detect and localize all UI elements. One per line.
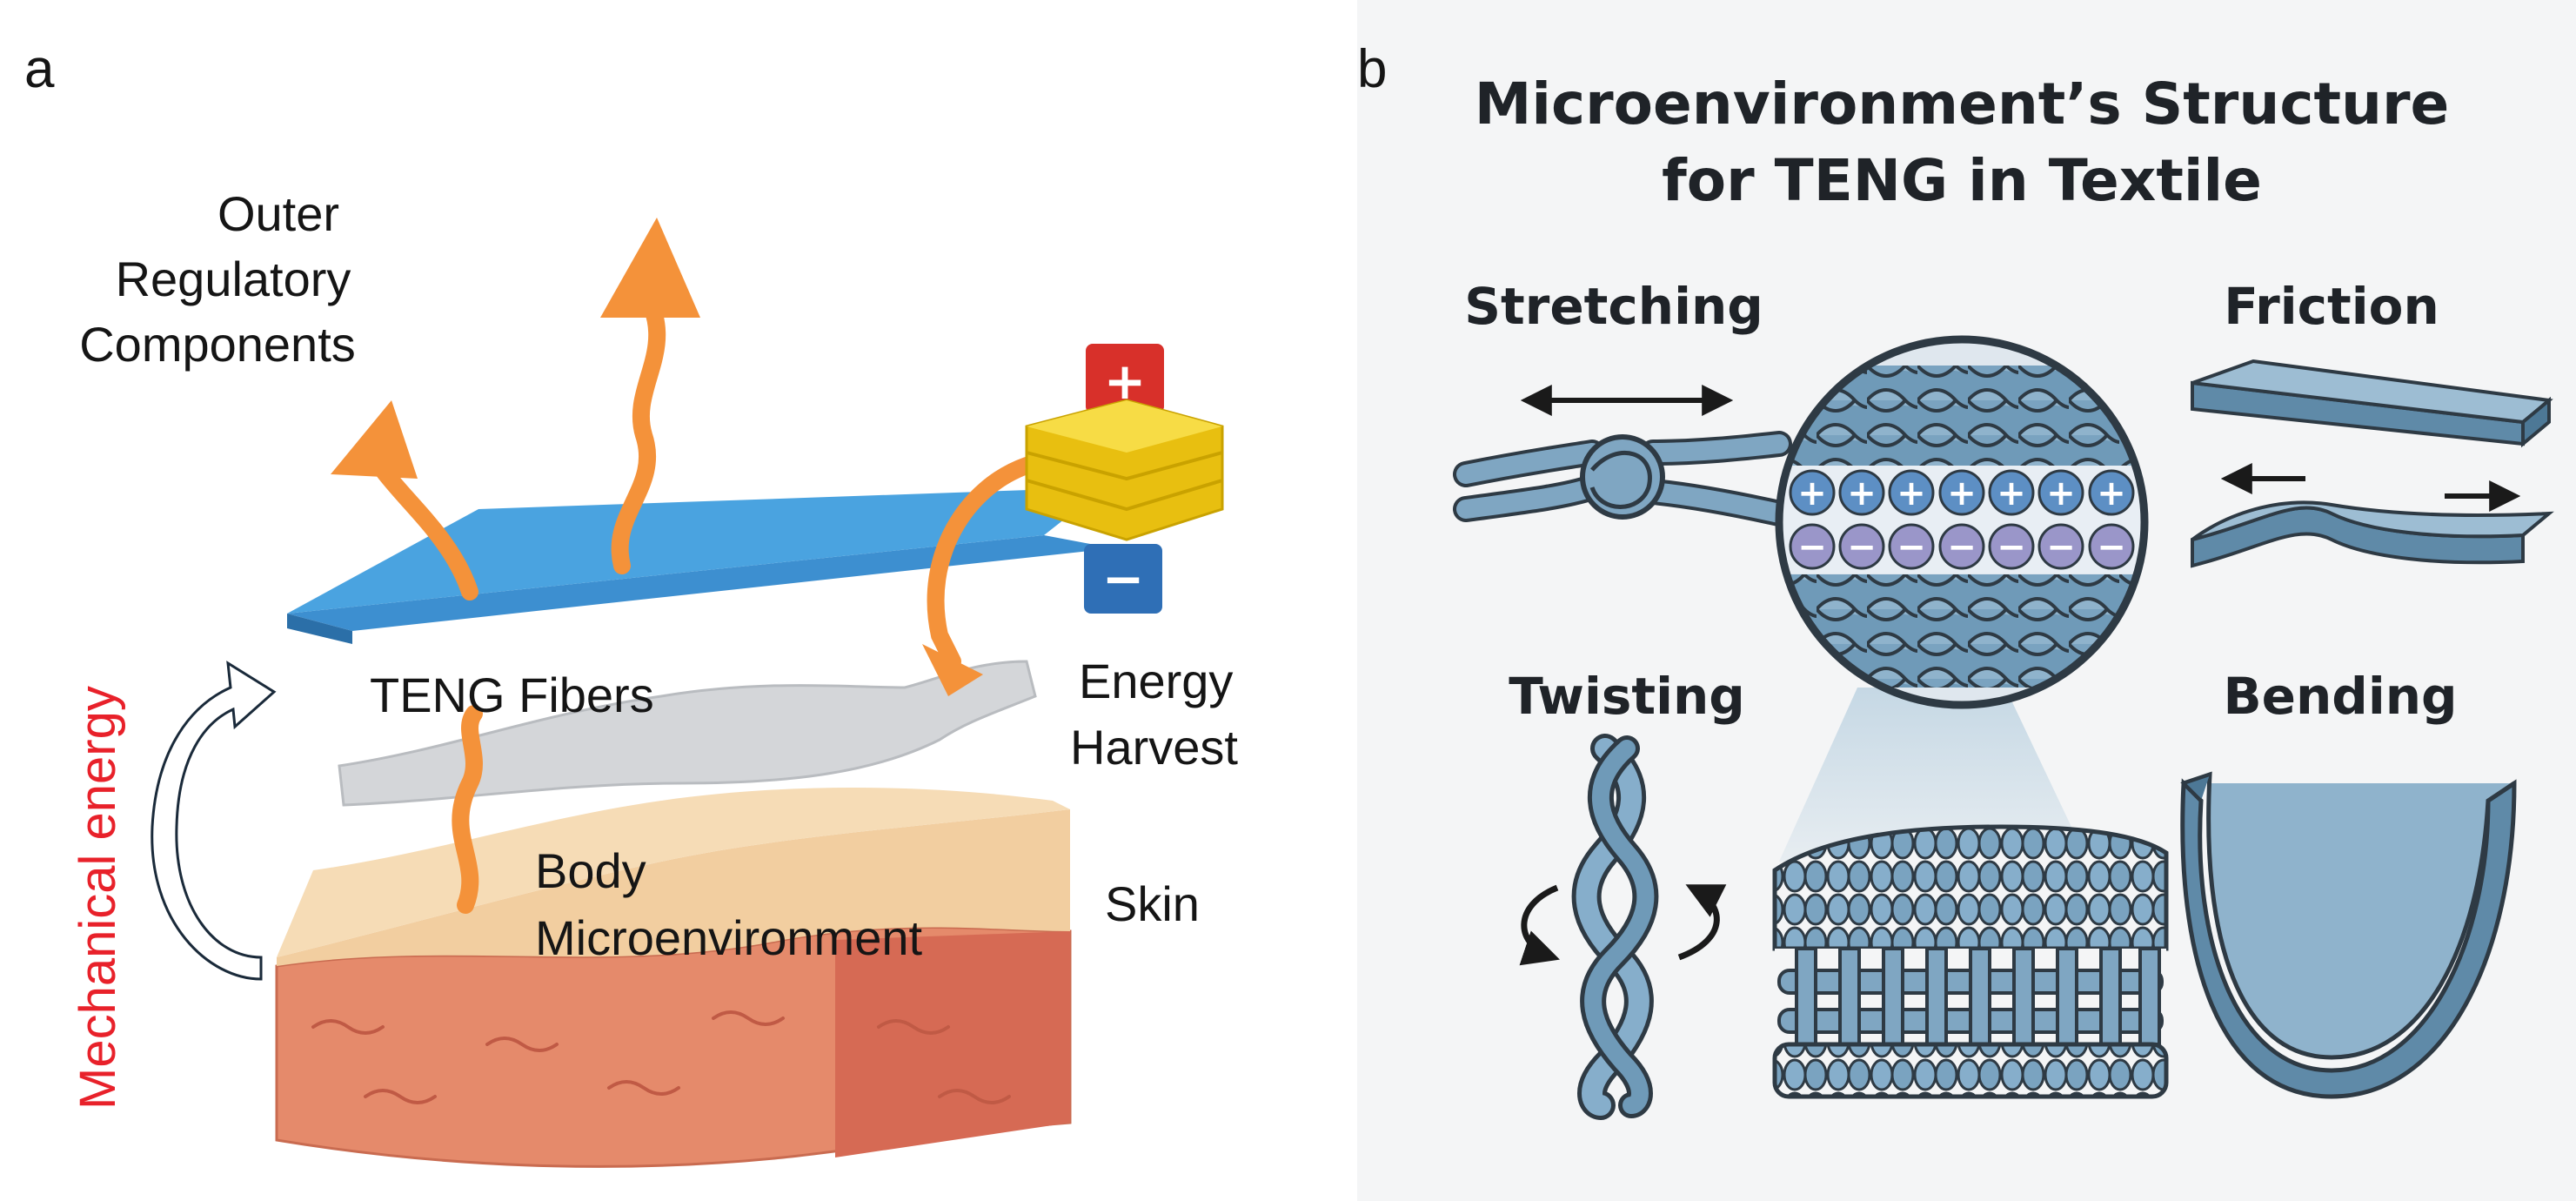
negative-charge: − (1888, 523, 1935, 570)
energy-flow-arrowheads (331, 218, 983, 696)
negative-charge: − (2037, 523, 2084, 570)
positive-charge: + (1789, 469, 1836, 516)
panel-a-letter: a (24, 39, 55, 99)
svg-text:+: + (1947, 473, 1977, 513)
negative-charge: − (1938, 523, 1985, 570)
energy-harvest-line1: Energy (1079, 654, 1233, 708)
magnifier-beam (1779, 688, 2088, 862)
energy-harvest-line2: Harvest (1070, 720, 1238, 775)
knitted-fabric-illustration (1772, 824, 2169, 1099)
svg-text:−: − (1847, 527, 1877, 567)
friction-plates-illustration (2191, 359, 2554, 568)
svg-text:−: − (1897, 527, 1926, 567)
energy-flow-arrows (374, 300, 1035, 914)
panel-b-letter: b (1357, 39, 1387, 99)
bending-label: Bending (2223, 667, 2457, 726)
svg-text:+: + (2097, 473, 2126, 513)
svg-text:−: − (1797, 527, 1827, 567)
twisting-yarn-illustration (1519, 734, 1727, 1120)
positive-charge: + (2037, 469, 2084, 516)
positive-charge-row: + + + + + + + (1789, 469, 2135, 516)
body-label-line1: Body (535, 843, 646, 898)
svg-text:+: + (1797, 473, 1827, 513)
svg-text:+: + (1897, 473, 1926, 513)
svg-text:−: − (2097, 527, 2126, 567)
positive-charge: + (1838, 469, 1885, 516)
skin-label: Skin (1105, 876, 1200, 931)
svg-text:−: − (1997, 527, 2026, 567)
panel-b-title-line2: for TENG in Textile (1662, 147, 2262, 214)
negative-charge: − (1838, 523, 1885, 570)
stretching-knot-illustration (1453, 385, 1792, 527)
positive-charge: + (1988, 469, 2035, 516)
battery-icon: + − (1025, 344, 1224, 614)
positive-charge: + (2088, 469, 2135, 516)
panel-b-title-line1: Microenvironment’s Structure (1475, 70, 2450, 138)
outer-regulatory-layer (287, 487, 1114, 644)
magnified-interface-circle: +++++++ −−−−−−− (1775, 335, 2149, 709)
outer-label-line2: Regulatory (116, 252, 351, 306)
body-label-line2: Microenvironment (535, 910, 922, 965)
teng-fibers-label: TENG Fibers (370, 668, 654, 722)
mechanical-energy-arrow (151, 661, 277, 981)
battery-minus-label: − (1102, 549, 1145, 608)
outer-label-line1: Outer (217, 186, 339, 241)
svg-text:−: − (1947, 527, 1977, 567)
twisting-label: Twisting (1509, 667, 1745, 726)
negative-charge: − (2088, 523, 2135, 570)
negative-charge-row: −−−−−−− (1789, 523, 2135, 570)
negative-charge: − (1988, 523, 2035, 570)
stretching-label: Stretching (1464, 277, 1763, 336)
positive-charge: + (1938, 469, 1985, 516)
positive-charge: + (1888, 469, 1935, 516)
negative-charge: − (1789, 523, 1836, 570)
svg-text:+: + (2046, 473, 2076, 513)
outer-label-line3: Components (79, 317, 356, 372)
svg-text:−: − (2046, 527, 2076, 567)
friction-label: Friction (2224, 277, 2439, 336)
mechanical-energy-label: Mechanical energy (70, 686, 126, 1110)
skin-block (275, 788, 1072, 1168)
svg-text:+: + (1847, 473, 1877, 513)
svg-text:+: + (1997, 473, 2026, 513)
bending-strip-illustration (2180, 771, 2517, 1099)
teng-fiber-layer (338, 660, 1037, 807)
